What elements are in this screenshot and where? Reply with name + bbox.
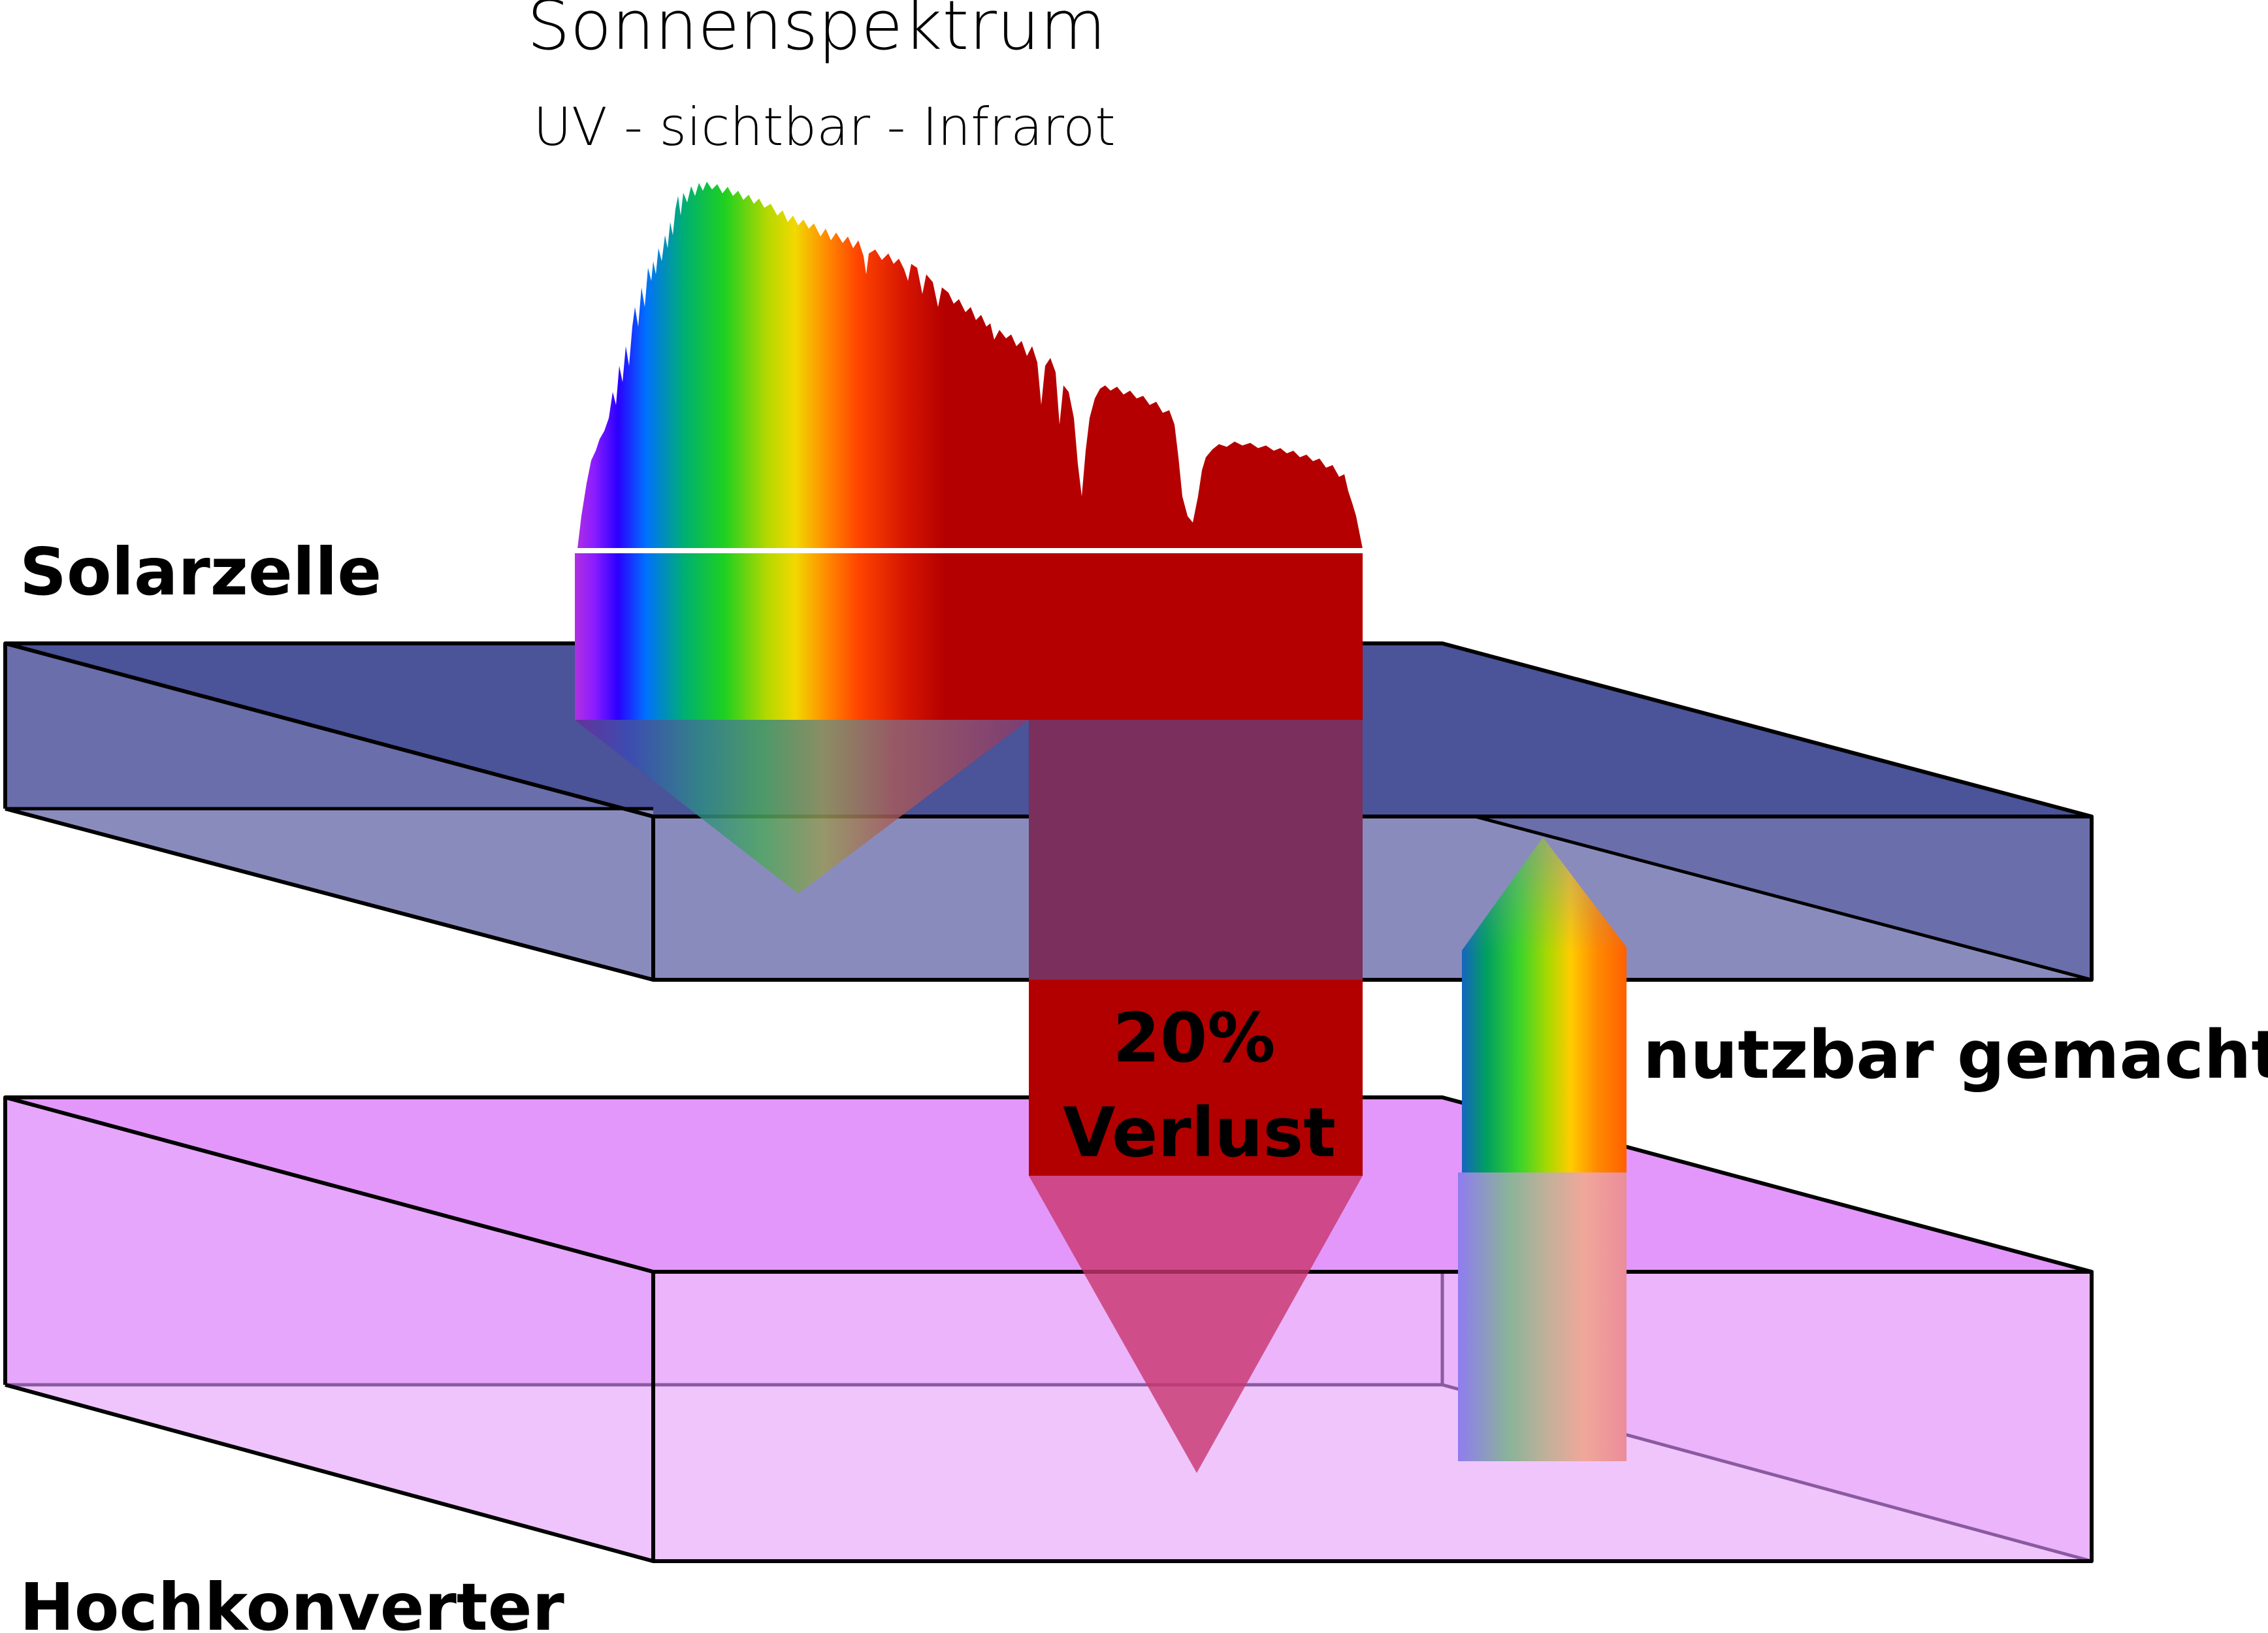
absorbed-light-funnel: [575, 720, 1029, 894]
upconverter-label: Hochkonverter: [20, 1569, 565, 1633]
solar-cell-inner-edge-2: [1474, 815, 2092, 982]
solar-cell-label: Solarzelle: [20, 534, 381, 610]
loss-percent-label: 20%: [1113, 998, 1276, 1078]
usable-light-arrow: [1458, 837, 1627, 1461]
loss-word-label: Verlust: [1063, 1093, 1336, 1172]
loss-column-solid: [1029, 980, 1363, 1176]
solar-spectrum: [575, 182, 1363, 720]
loss-arrow-head: [1029, 1176, 1363, 1473]
solar-cell-edge-b: [651, 815, 2092, 980]
solar-cell-slab: [3, 641, 2094, 982]
usable-arrow-tip-fade: [1462, 837, 1627, 1172]
usable-arrow-lower: [1458, 1172, 1627, 1461]
spectrum-curve: [577, 182, 1363, 551]
diagram-subtitle: UV - sichtbar - Infrarot: [533, 97, 1115, 157]
diagram-title: Sonnenspektrum: [527, 0, 1107, 65]
usable-label: nutzbar gemacht: [1643, 1016, 2268, 1094]
loss-column-translucent: [1029, 720, 1363, 980]
solar-cell-edge-a: [5, 641, 654, 818]
upconverter-edge-a: [5, 1095, 654, 1274]
spectrum-band: [575, 553, 1363, 720]
loss-column: [1029, 720, 1363, 1473]
